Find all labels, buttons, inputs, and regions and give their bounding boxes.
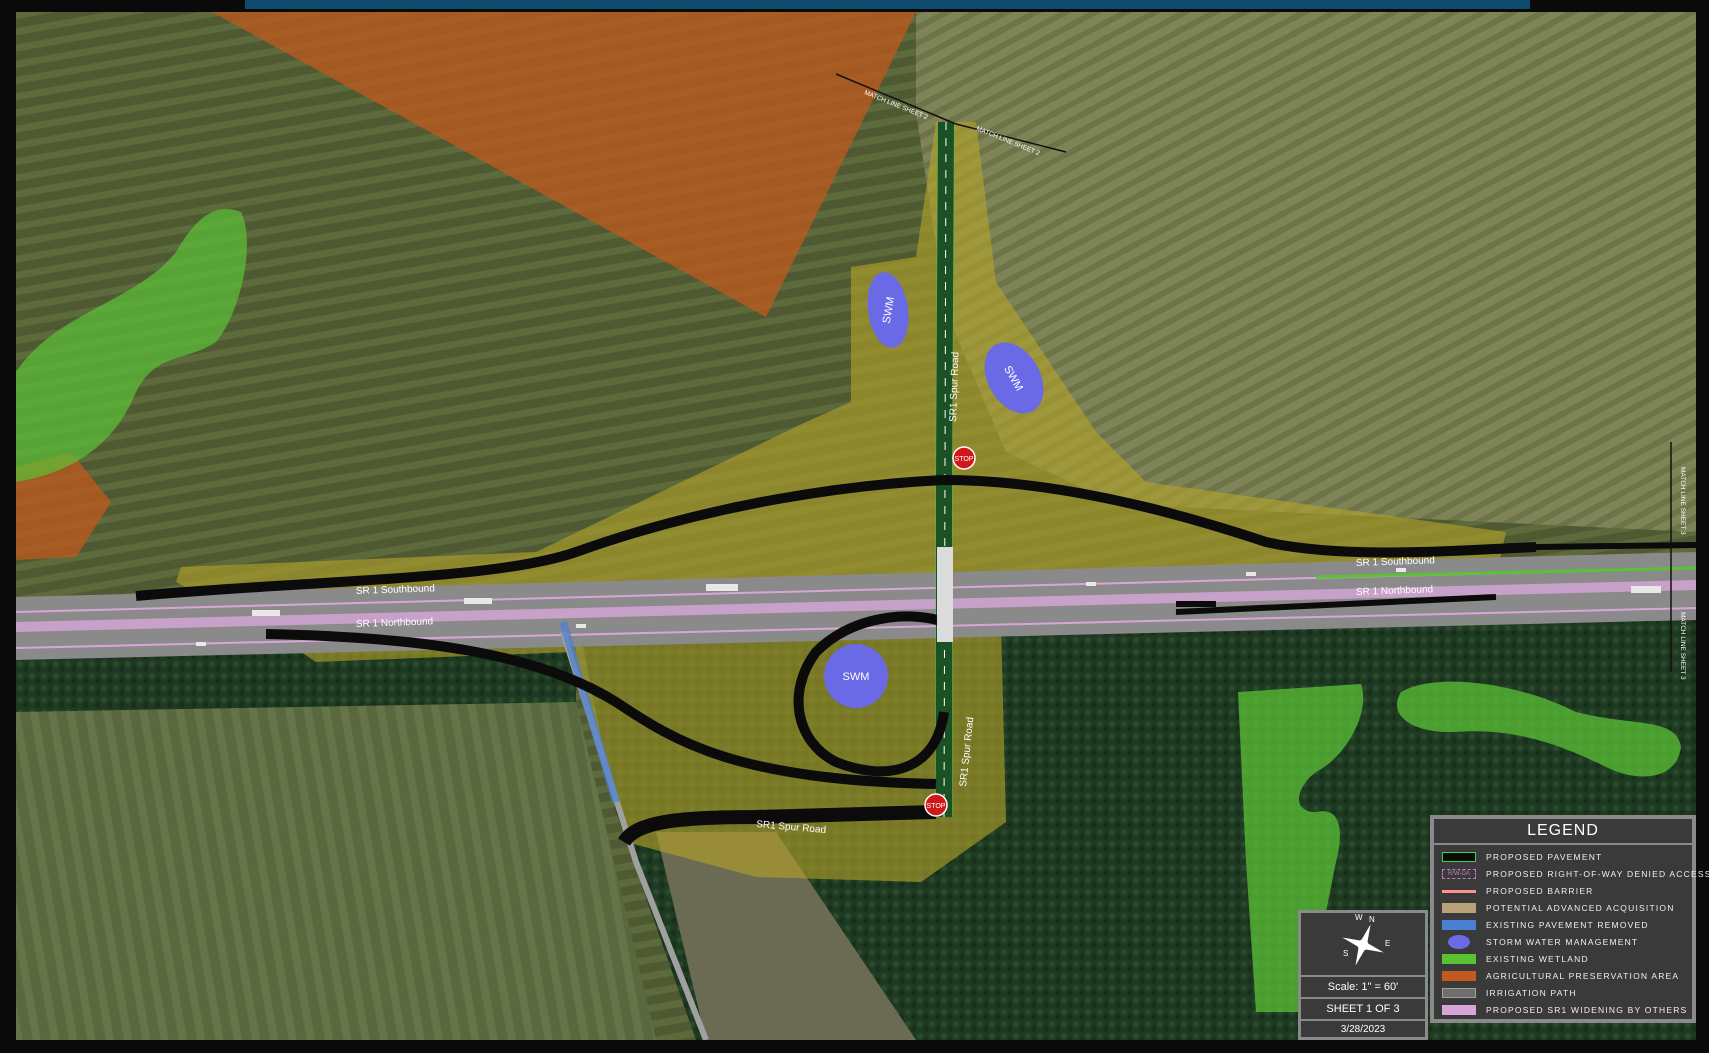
- row-denied-swatch: R/W-DA: [1442, 869, 1476, 879]
- match-line-right-upper: MATCH LINE SHEET 3: [1679, 467, 1686, 535]
- legend-item: PROPOSED PAVEMENT: [1442, 849, 1602, 865]
- legend-item: AGRICULTURAL PRESERVATION AREA: [1442, 968, 1679, 984]
- legend-title: LEGEND: [1434, 819, 1692, 845]
- svg-text:STOP: STOP: [927, 803, 946, 810]
- compass-rose-icon: [1342, 924, 1384, 966]
- label-sr1-southbound-east: SR 1 Southbound: [1356, 555, 1435, 569]
- pavement-swatch: [1442, 852, 1476, 862]
- match-line-right-lower: MATCH LINE SHEET 3: [1679, 612, 1686, 680]
- compass-letter-w: W: [1355, 913, 1363, 922]
- existing-wetland: [1397, 681, 1681, 777]
- label-spur-road-north: SR1 Spur Road: [948, 352, 961, 422]
- stop-sign-south: STOP: [924, 793, 948, 817]
- legend-panel: LEGEND PROPOSED PAVEMENT R/W-DA PROPOSED…: [1430, 815, 1709, 1023]
- agricultural-preservation-area: [16, 452, 111, 560]
- sheet-number: SHEET 1 OF 3: [1301, 997, 1425, 1019]
- swm-swatch: [1448, 935, 1470, 949]
- swm-pond-north: SWM: [867, 272, 909, 348]
- irrigation-swatch: [1442, 988, 1476, 998]
- bridge-deck: [937, 547, 953, 642]
- compass-letter-n: N: [1369, 915, 1375, 924]
- legend-item: R/W-DA PROPOSED RIGHT-OF-WAY DENIED ACCE…: [1442, 866, 1709, 882]
- legend-item: EXISTING PAVEMENT REMOVED: [1442, 917, 1649, 933]
- swm-label: SWM: [843, 671, 870, 683]
- swm-pond-loop: SWM: [824, 644, 888, 708]
- widening-swatch: [1442, 1005, 1476, 1015]
- existing-wetland: [16, 208, 247, 483]
- crop-field-southwest: [16, 702, 656, 1040]
- plan-date: 3/28/2023: [1301, 1019, 1425, 1039]
- svg-text:STOP: STOP: [955, 456, 974, 463]
- agricultural-preservation-area: [212, 12, 916, 317]
- legend-item: PROPOSED SR1 WIDENING BY OTHERS: [1442, 1002, 1687, 1018]
- legend-item: IRRIGATION PATH: [1442, 985, 1577, 1001]
- farm-field-northeast: [916, 12, 1696, 532]
- label-sr1-northbound-west: SR 1 Northbound: [356, 616, 434, 630]
- compass-letter-s: S: [1343, 949, 1349, 958]
- label-sr1-southbound-west: SR 1 Southbound: [356, 583, 435, 597]
- scale-text: Scale: 1" = 60': [1301, 975, 1425, 997]
- swm-pond-east: SWM: [984, 342, 1044, 414]
- swm-label: SWM: [881, 296, 897, 325]
- sheet-top-bar: [245, 0, 1530, 9]
- legend-item: PROPOSED BARRIER: [1442, 883, 1594, 899]
- sr1-median-widening: [16, 580, 1696, 632]
- legend-item: EXISTING WETLAND: [1442, 951, 1589, 967]
- legend-item: POTENTIAL ADVANCED ACQUISITION: [1442, 900, 1675, 916]
- existing-wetland: [1238, 684, 1364, 1012]
- existing-pavement-removed: [559, 620, 620, 804]
- barrier-swatch: [1442, 889, 1476, 893]
- label-sr1-northbound-east: SR 1 Northbound: [1356, 584, 1434, 598]
- ag-preservation-swatch: [1442, 971, 1476, 981]
- field-south: [656, 832, 916, 1040]
- title-block: N E S W Scale: 1" = 60' SHEET 1 OF 3 3/2…: [1298, 910, 1428, 1040]
- wetland-swatch: [1442, 954, 1476, 964]
- pavement-removed-swatch: [1442, 920, 1476, 930]
- interchange-map: SWM SWM SWM STOP STOP SR 1 Southbound SR…: [16, 12, 1696, 1040]
- legend-item: STORM WATER MANAGEMENT: [1442, 934, 1638, 950]
- project-area: [176, 122, 1506, 882]
- compass-letter-e: E: [1385, 939, 1391, 948]
- stop-sign-north: STOP: [952, 446, 976, 470]
- acquisition-swatch: [1442, 903, 1476, 913]
